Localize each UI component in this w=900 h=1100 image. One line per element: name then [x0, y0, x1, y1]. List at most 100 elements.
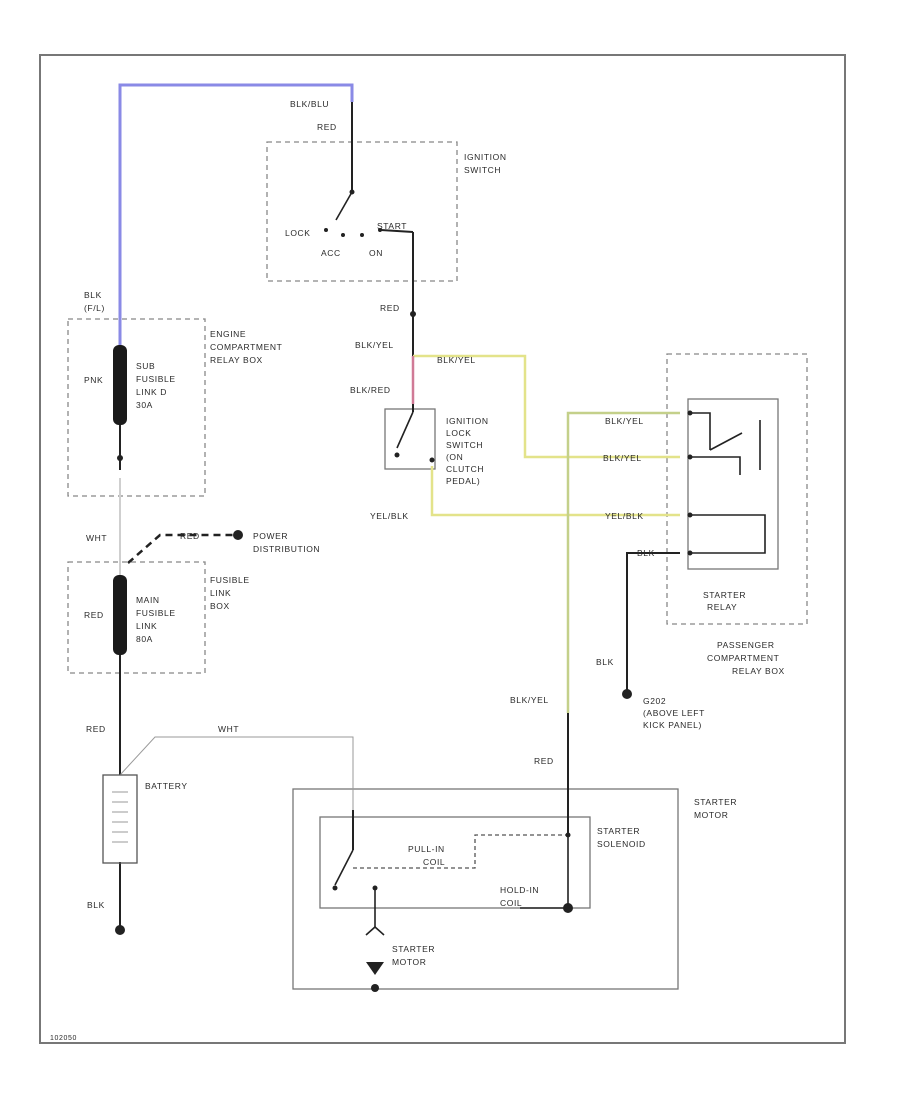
- label-yel-blk-left: YEL/BLK: [370, 511, 409, 521]
- lock-sw-pt2: [429, 457, 435, 463]
- label-power-2: DISTRIBUTION: [253, 544, 320, 554]
- label-wht-1: WHT: [86, 533, 107, 543]
- label-main-fl-3: LINK: [136, 621, 157, 631]
- wire-blk-yel-1: [413, 354, 680, 459]
- label-acc: ACC: [321, 248, 341, 258]
- main-fusible-link: [113, 575, 127, 655]
- label-red-low: RED: [534, 756, 554, 766]
- label-ign-lock-4: (ON: [446, 452, 463, 462]
- passenger-relay-box: [666, 353, 808, 625]
- fusible-link-box: [67, 561, 206, 674]
- label-blk-bat: BLK: [87, 900, 105, 910]
- label-ign-lock-3: SWITCH: [446, 440, 483, 450]
- label-starter-motor-1: STARTER: [694, 797, 737, 807]
- wire-yel-blk: [430, 466, 680, 517]
- ign-acc-pt: [341, 233, 345, 237]
- label-starter-motor-2: MOTOR: [694, 810, 728, 820]
- label-power-1: POWER: [253, 531, 288, 541]
- ign-switch-arm: [335, 191, 353, 221]
- label-sub-fl-2: FUSIBLE: [136, 374, 176, 384]
- label-engine-3: RELAY BOX: [210, 355, 263, 365]
- label-blk-top-left: BLK: [84, 290, 102, 300]
- label-ign-lock-2: LOCK: [446, 428, 472, 438]
- connector-dot: [410, 311, 416, 317]
- label-pullin-2: COIL: [423, 857, 445, 867]
- wire-blk-yel-2: [566, 411, 680, 713]
- label-red-pd: RED: [180, 531, 200, 541]
- ignition-switch-box: [266, 141, 458, 282]
- label-main-fl-1: MAIN: [136, 595, 160, 605]
- label-ign-sw-2: SWITCH: [464, 165, 501, 175]
- battery-ground-dot: [115, 925, 125, 935]
- label-blk-r: BLK: [637, 548, 655, 558]
- label-pass-3: RELAY BOX: [732, 666, 785, 676]
- power-dist-dot: [233, 530, 243, 540]
- label-fl-box-2: LINK: [210, 588, 231, 598]
- label-holdin-1: HOLD-IN: [500, 885, 539, 895]
- label-blk-top-left-2: (F/L): [84, 303, 105, 313]
- label-holdin-2: COIL: [500, 898, 522, 908]
- label-blk-g: BLK: [596, 657, 614, 667]
- label-blk-red: BLK/RED: [350, 385, 391, 395]
- label-red-bat: RED: [86, 724, 106, 734]
- label-pass-2: COMPARTMENT: [707, 653, 779, 663]
- label-red-mid: RED: [380, 303, 400, 313]
- starter-solenoid-box: [319, 816, 591, 909]
- label-starter-relay-1: STARTER: [703, 590, 746, 600]
- starter-relay-box: [687, 398, 779, 570]
- battery-symbol: [102, 774, 138, 864]
- label-sub-fl-1: SUB: [136, 361, 155, 371]
- ignition-lock-switch-box: [384, 408, 436, 470]
- label-red-main: RED: [84, 610, 104, 620]
- label-g202-3: KICK PANEL): [643, 720, 702, 730]
- label-ign-lock-1: IGNITION: [446, 416, 489, 426]
- label-ign-lock-6: PEDAL): [446, 476, 480, 486]
- wire-blk-ground: [626, 552, 680, 692]
- label-sub-fl-3: LINK D: [136, 387, 167, 397]
- diagram-frame: [39, 54, 846, 1044]
- label-fl-box-3: BOX: [210, 601, 230, 611]
- label-figure-id: 102050: [50, 1035, 77, 1042]
- label-lock: LOCK: [285, 228, 311, 238]
- label-ign-sw-1: IGNITION: [464, 152, 507, 162]
- wire-power-dist: [127, 533, 236, 564]
- label-blk-yel-low: BLK/YEL: [510, 695, 549, 705]
- label-g202-2: (ABOVE LEFT: [643, 708, 705, 718]
- label-battery: BATTERY: [145, 781, 188, 791]
- label-red-top: RED: [317, 122, 337, 132]
- label-fl-box-1: FUSIBLE: [210, 575, 250, 585]
- label-main-fl-2: FUSIBLE: [136, 608, 176, 618]
- starter-solenoid-internals: [332, 832, 573, 992]
- engine-relay-box: [67, 318, 206, 497]
- starter-relay-internals: [687, 410, 766, 556]
- label-main-fl-4: 80A: [136, 634, 153, 644]
- label-blk-yel-r2: BLK/YEL: [603, 453, 642, 463]
- starter-motor-box: [292, 788, 679, 990]
- label-yel-blk-right: YEL/BLK: [605, 511, 644, 521]
- label-engine-2: COMPARTMENT: [210, 342, 282, 352]
- wire-wht-starter: [119, 736, 354, 810]
- label-wht-bat: WHT: [218, 724, 239, 734]
- label-start: START: [377, 221, 407, 231]
- label-on: ON: [369, 248, 383, 258]
- label-blk-yel-2: BLK/YEL: [437, 355, 476, 365]
- label-pass-1: PASSENGER: [717, 640, 775, 650]
- label-pnk: PNK: [84, 375, 103, 385]
- label-solenoid-1: STARTER: [597, 826, 640, 836]
- sub-fl-dot: [117, 455, 123, 461]
- label-engine-1: ENGINE: [210, 329, 246, 339]
- label-g202-1: G202: [643, 696, 666, 706]
- ign-on-pt: [360, 233, 364, 237]
- ign-lock-pt: [324, 228, 328, 232]
- ign-start-lead: [379, 229, 414, 233]
- label-solenoid-2: SOLENOID: [597, 839, 646, 849]
- lock-switch-arm: [396, 411, 414, 449]
- ground-g202-dot: [622, 689, 632, 699]
- battery-cells: [112, 791, 128, 843]
- label-motor-2: MOTOR: [392, 957, 426, 967]
- wire-blk-blu: [118, 83, 354, 345]
- label-motor-1: STARTER: [392, 944, 435, 954]
- sub-fusible-link: [113, 345, 127, 425]
- lock-sw-pt1: [394, 452, 400, 458]
